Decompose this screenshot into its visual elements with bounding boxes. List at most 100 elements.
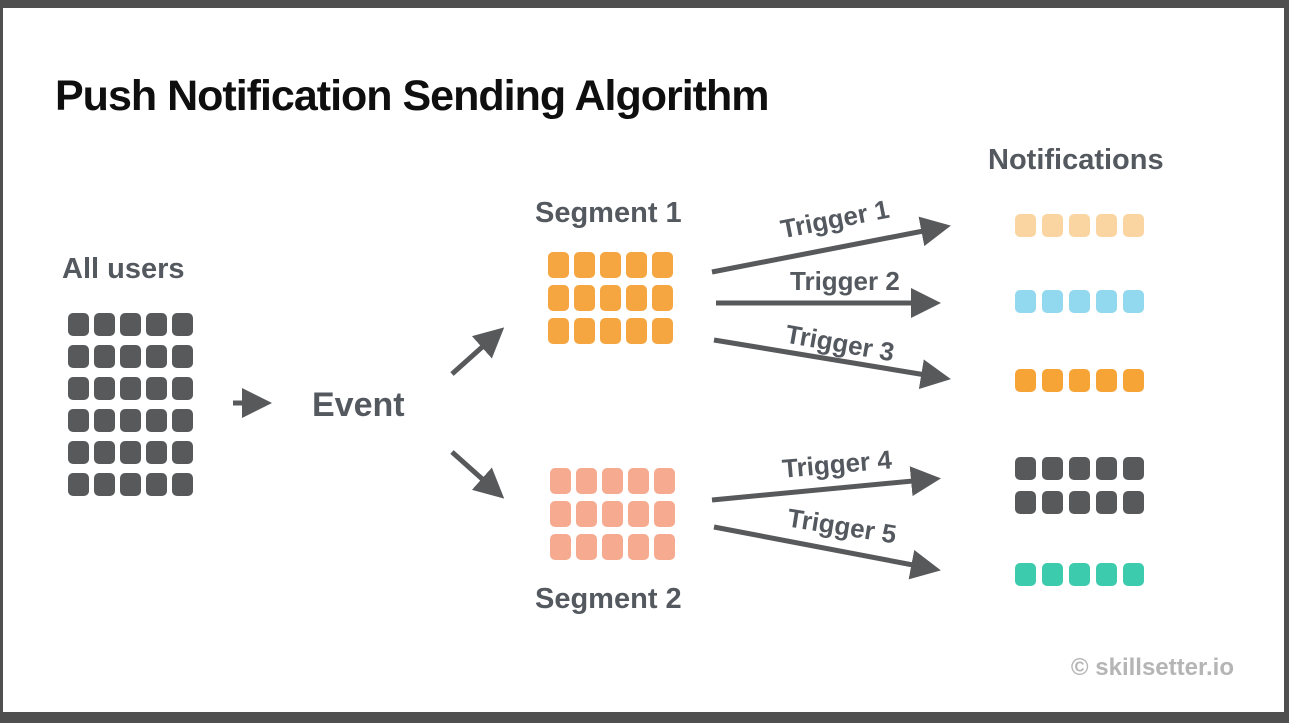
- event-label: Event: [312, 386, 405, 424]
- segment1-label: Segment 1: [535, 197, 682, 229]
- page-title: Push Notification Sending Algorithm: [55, 72, 769, 120]
- square: [628, 468, 649, 494]
- square: [1123, 369, 1144, 392]
- square: [146, 409, 167, 432]
- notifications-label: Notifications: [988, 144, 1164, 176]
- square: [602, 534, 623, 560]
- square: [94, 441, 115, 464]
- all-users-grid: [68, 313, 193, 496]
- square: [602, 501, 623, 527]
- trigger-5-label: Trigger 5: [785, 502, 899, 550]
- square: [550, 468, 571, 494]
- square: [68, 409, 89, 432]
- square: [600, 252, 621, 278]
- segment2-label: Segment 2: [535, 583, 682, 615]
- square: [94, 313, 115, 336]
- square: [1069, 563, 1090, 586]
- square: [1096, 563, 1117, 586]
- square: [626, 252, 647, 278]
- square: [1015, 290, 1036, 313]
- square: [68, 473, 89, 496]
- trigger-3-label: Trigger 3: [783, 318, 897, 368]
- square: [1123, 491, 1144, 514]
- square: [68, 313, 89, 336]
- square: [1042, 491, 1063, 514]
- square: [1042, 457, 1063, 480]
- segment2-grid: [550, 468, 675, 560]
- notification-row-1: [1015, 214, 1144, 237]
- square: [146, 345, 167, 368]
- square: [120, 473, 141, 496]
- branding-watermark: © skillsetter.io: [1070, 654, 1234, 681]
- square: [68, 377, 89, 400]
- square: [1042, 369, 1063, 392]
- square: [1123, 457, 1144, 480]
- square: [172, 377, 193, 400]
- notification-row-5: [1015, 563, 1144, 586]
- square: [1069, 214, 1090, 237]
- square: [1123, 290, 1144, 313]
- square: [548, 318, 569, 344]
- square: [652, 318, 673, 344]
- square: [120, 313, 141, 336]
- square: [94, 345, 115, 368]
- square: [1096, 491, 1117, 514]
- square: [1123, 563, 1144, 586]
- square: [146, 473, 167, 496]
- square: [1069, 491, 1090, 514]
- square: [1042, 214, 1063, 237]
- notification-row-4: [1015, 457, 1144, 514]
- square: [1015, 214, 1036, 237]
- square: [1015, 457, 1036, 480]
- square: [172, 313, 193, 336]
- square: [600, 285, 621, 311]
- square: [1069, 369, 1090, 392]
- square: [68, 441, 89, 464]
- square: [172, 409, 193, 432]
- square: [120, 441, 141, 464]
- square: [602, 468, 623, 494]
- square: [576, 534, 597, 560]
- square: [654, 501, 675, 527]
- square: [548, 285, 569, 311]
- square: [576, 468, 597, 494]
- square: [626, 285, 647, 311]
- square: [550, 501, 571, 527]
- square: [1015, 491, 1036, 514]
- trigger-1-label: Trigger 1: [778, 193, 892, 245]
- square: [68, 345, 89, 368]
- square: [120, 345, 141, 368]
- square: [628, 501, 649, 527]
- all-users-label: All users: [62, 253, 185, 285]
- square: [120, 377, 141, 400]
- square: [654, 534, 675, 560]
- square: [1069, 290, 1090, 313]
- trigger-2-label: Trigger 2: [790, 266, 900, 296]
- square: [626, 318, 647, 344]
- square: [628, 534, 649, 560]
- square: [1069, 457, 1090, 480]
- square: [1015, 369, 1036, 392]
- square: [574, 285, 595, 311]
- square: [172, 441, 193, 464]
- square: [94, 473, 115, 496]
- square: [1096, 214, 1117, 237]
- square: [550, 534, 571, 560]
- square: [574, 252, 595, 278]
- segment1-grid: [548, 252, 673, 344]
- square: [94, 377, 115, 400]
- square: [652, 285, 673, 311]
- square: [576, 501, 597, 527]
- arrow-event-to-segment2: [450, 450, 505, 499]
- square: [548, 252, 569, 278]
- square: [172, 473, 193, 496]
- arrow-trigger-4: [711, 466, 941, 503]
- square: [94, 409, 115, 432]
- trigger-4-label: Trigger 4: [780, 444, 893, 484]
- square: [600, 318, 621, 344]
- square: [654, 468, 675, 494]
- square: [1096, 369, 1117, 392]
- square: [1015, 563, 1036, 586]
- square: [574, 318, 595, 344]
